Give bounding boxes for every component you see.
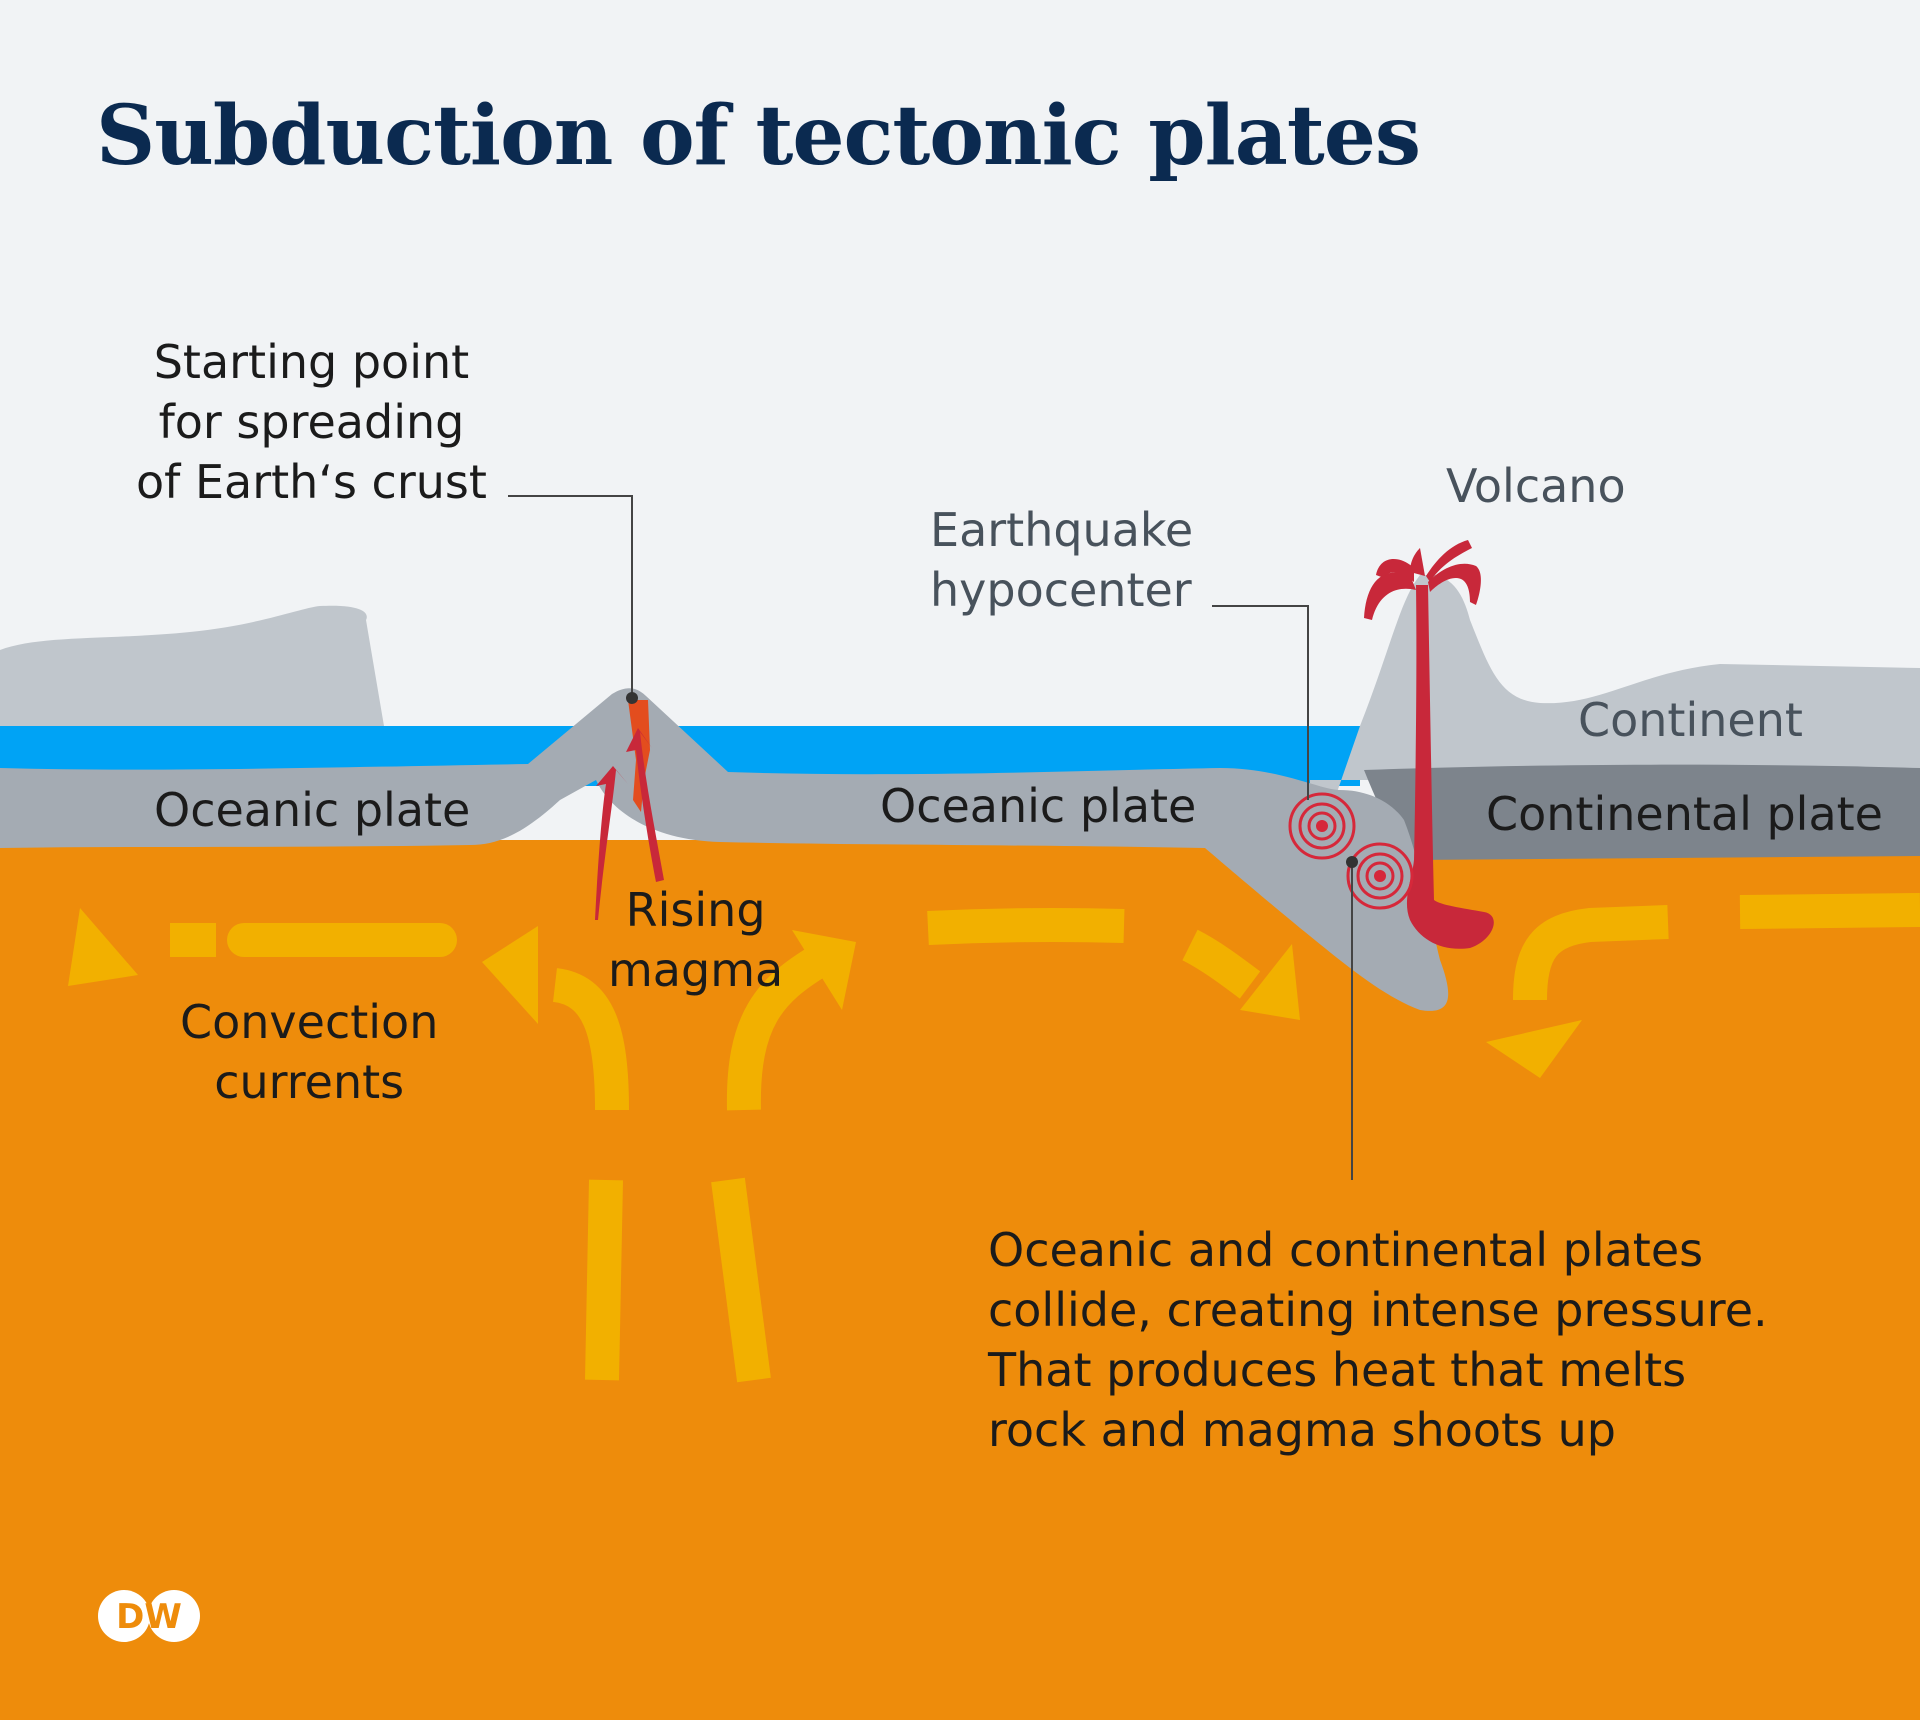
leader-lines [508, 495, 1353, 1180]
dw-logo-text: DW [116, 1597, 182, 1637]
convection-line-2: currents [214, 1055, 405, 1109]
volcano-magma-plume [1364, 540, 1494, 949]
convection-arrows [170, 893, 1920, 1383]
spreading-point-line-3: of Earth‘s crust [136, 455, 487, 509]
rising-magma-line-1: Rising [625, 883, 766, 937]
hypocenter-line-2: hypocenter [930, 563, 1192, 617]
spreading-point-line-2: for spreading [158, 395, 465, 449]
continental-plate [1364, 764, 1920, 860]
oceanic-plate [0, 688, 1449, 1011]
oceanic-plate-left-label: Oceanic plate [154, 783, 471, 837]
collision-note-line-4: rock and magma shoots up [988, 1403, 1616, 1457]
convection-line-1: Convection [180, 995, 439, 1049]
oceanic-plate-right-label: Oceanic plate [880, 779, 1197, 833]
convection-label: Convection currents [180, 992, 438, 1112]
hypocenter-centers [1316, 820, 1386, 882]
leader-dots [626, 692, 1358, 868]
mantle [0, 840, 1920, 1720]
hypocenter-line-1: Earthquake [930, 503, 1194, 557]
collision-note-line-3: That produces heat that melts [988, 1343, 1687, 1397]
collision-note-line-1: Oceanic and continental plates [988, 1223, 1704, 1277]
hypocenter-rings [1288, 792, 1414, 910]
page-title: Subduction of tectonic plates [96, 88, 1421, 184]
hypocenter-label: Earthquake hypocenter [930, 500, 1193, 620]
continent [1310, 575, 1920, 870]
spreading-point-label: Starting point for spreading of Earth‘s … [136, 332, 487, 512]
convection-arrowheads [68, 908, 1582, 1078]
volcano-label: Volcano [1446, 459, 1626, 513]
left-landmass [0, 605, 384, 726]
rising-magma-arrows [595, 700, 664, 920]
collision-note-line-2: collide, creating intense pressure. [988, 1283, 1768, 1337]
rising-magma-label: Rising magma [608, 880, 783, 1000]
dw-logo: DW [98, 1590, 200, 1642]
continental-plate-label: Continental plate [1486, 787, 1883, 841]
collision-note: Oceanic and continental plates collide, … [988, 1220, 1768, 1460]
rising-magma-line-2: magma [608, 943, 784, 997]
spreading-point-line-1: Starting point [153, 335, 470, 389]
continent-label: Continent [1578, 693, 1803, 747]
